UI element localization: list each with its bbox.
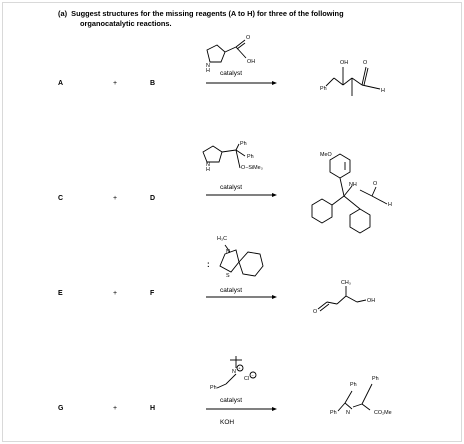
- reagent-b: B: [150, 80, 156, 87]
- question-line-2: organocatalytic reactions.: [80, 19, 172, 28]
- plus-4: +: [113, 405, 118, 412]
- cat2-ph1: Ph: [240, 141, 247, 147]
- product1-o: O: [363, 60, 368, 66]
- cat2-ph2: Ph: [247, 154, 254, 160]
- catalyst-label-1: catalyst: [220, 70, 243, 77]
- plus-2: +: [113, 195, 118, 202]
- product1-ph: Ph: [320, 86, 327, 92]
- cat2-ring: [202, 145, 223, 163]
- proline-o: O: [246, 35, 251, 41]
- product2-aryl-ring: [349, 208, 371, 234]
- product1-h: H: [381, 88, 385, 94]
- product4-co2me: CO₂Me: [374, 410, 392, 416]
- plus-1: +: [113, 80, 118, 87]
- cat4-plus-sign: +: [238, 366, 241, 371]
- reagent-e: E: [58, 290, 63, 297]
- cat4-cl: Cl: [244, 376, 250, 382]
- base-label-koh: KOH: [220, 419, 235, 426]
- product2-meo: MeO: [320, 152, 332, 158]
- reagent-h: H: [150, 405, 156, 412]
- reagent-f: F: [150, 290, 155, 297]
- cat4-ph: Ph: [210, 385, 217, 391]
- cat3-benzo-ring: [238, 251, 264, 277]
- plus-3: +: [113, 290, 118, 297]
- catalyst-label-2: catalyst: [220, 184, 243, 191]
- reagent-g: G: [58, 405, 64, 412]
- product2-anisyl-ring: [329, 153, 351, 179]
- reagent-d: D: [150, 195, 156, 202]
- product4-ph1: Ph: [350, 382, 357, 388]
- product2-nh: NH: [349, 182, 357, 188]
- product3-ch3: CH₃: [341, 280, 351, 286]
- product2-phenyl-ring: [311, 198, 333, 224]
- product3-o: O: [313, 309, 318, 315]
- cat4-minus-charge: [249, 371, 257, 379]
- cat3-carbene: :: [207, 260, 210, 269]
- product4-n: N: [346, 410, 350, 416]
- product2-h: H: [388, 202, 392, 208]
- cat3-s: S: [226, 273, 230, 279]
- proline-oh: OH: [247, 59, 256, 65]
- cat3-thiazole-ring: [219, 249, 240, 273]
- catalyst-label-3: catalyst: [220, 287, 243, 294]
- product1-oh: OH: [340, 60, 349, 66]
- product4-ph2: Ph: [372, 376, 379, 382]
- question-line-1: (a) Suggest structures for the missing r…: [58, 9, 344, 18]
- reagent-c: C: [58, 195, 64, 202]
- product4-ph3: Ph: [330, 410, 337, 416]
- product2-o: O: [373, 181, 378, 187]
- cat2-osime3: O−SiMe₃: [241, 165, 263, 171]
- catalyst-label-4: catalyst: [220, 397, 243, 404]
- cat4-n: N: [232, 369, 236, 375]
- cat4-plus-charge: [236, 364, 244, 372]
- cat3-h3c: H₃C: [217, 236, 227, 242]
- proline-ring: [206, 44, 226, 63]
- product3-oh: OH: [367, 298, 376, 304]
- cat3-n: N: [226, 249, 230, 255]
- cat4-minus-sign: −: [252, 373, 255, 378]
- reagent-a: A: [58, 80, 64, 87]
